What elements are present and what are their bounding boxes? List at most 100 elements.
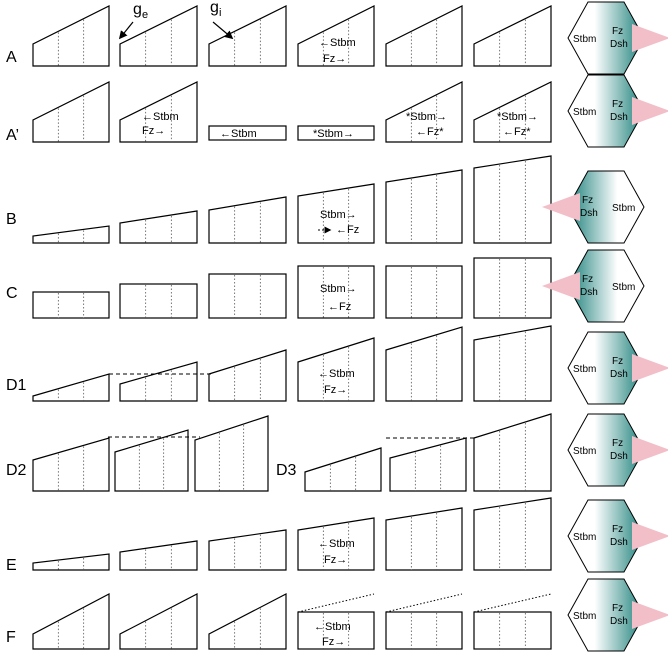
annotation-text: ←Fz* <box>416 126 444 138</box>
annotation-text: Fz→ <box>324 554 347 566</box>
stbm-label: Stbm <box>573 611 596 622</box>
stbm-label: Stbm <box>612 203 635 214</box>
tissue-cell <box>119 540 198 571</box>
tissue-cell <box>32 437 110 492</box>
gi-arrow <box>212 21 234 40</box>
tissue-cell <box>208 5 287 67</box>
tissue-cell <box>32 553 110 571</box>
fz-label: Fz <box>612 438 623 449</box>
dsh-label: Dsh <box>610 616 628 627</box>
annotation-text: *Stbm→ <box>497 111 538 123</box>
gi-label: g <box>210 0 219 16</box>
tissue-cell <box>297 5 375 67</box>
cell-outline <box>114 429 189 492</box>
fz-label: Fz <box>612 603 623 614</box>
annotation-text: Stbm→ <box>320 209 357 221</box>
original-slope-line <box>473 593 552 613</box>
annotation-text: ←Stbm <box>142 111 179 123</box>
cell-outline <box>32 81 110 143</box>
cell-outline <box>32 225 110 244</box>
annotation-text: *Stbm→ <box>313 128 354 140</box>
annotation-text: ←Stbm <box>318 368 355 380</box>
tissue-cell <box>385 326 463 402</box>
tissue-cell <box>114 429 189 492</box>
ge-subscript: e <box>142 9 148 21</box>
row-label-D2: D2 <box>6 462 27 479</box>
cell-outline <box>119 540 198 571</box>
dsh-crescent <box>542 272 580 300</box>
dsh-label: Dsh <box>610 39 628 50</box>
tissue-cell <box>32 373 110 402</box>
hexagon-body <box>567 170 645 244</box>
row-label-A-prime: A’ <box>6 127 19 144</box>
tissue-cell <box>119 81 198 143</box>
tissue-cell <box>385 81 463 143</box>
cell-outline <box>208 349 287 402</box>
cell-outline <box>473 5 552 67</box>
cell-outline <box>473 497 552 571</box>
tissue-cell <box>385 169 463 244</box>
annotation-text: ←Fz <box>336 224 359 236</box>
annotation-text: ←Stbm <box>318 538 355 550</box>
cell-outline <box>208 196 287 244</box>
tissue-cell <box>32 81 110 143</box>
row-label-A: A <box>6 49 17 66</box>
cell-outline <box>385 507 463 571</box>
tissue-cell <box>473 413 552 492</box>
row-label-E: E <box>6 557 17 574</box>
dsh-label: Dsh <box>610 451 628 462</box>
annotation-text: ←Fz <box>328 301 351 313</box>
fz-label: Fz <box>612 26 623 37</box>
tissue-cell <box>208 196 287 244</box>
cell-outline <box>32 5 110 67</box>
tissue-cell <box>119 210 198 244</box>
cell-outline <box>119 593 198 650</box>
annotation-text: Fz→ <box>323 53 346 65</box>
fz-label: Fz <box>582 274 593 285</box>
cell-outline <box>473 257 552 319</box>
cell-outline <box>389 437 467 492</box>
hexagon-body <box>567 249 645 323</box>
tissue-cell <box>208 529 287 571</box>
dsh-crescent <box>632 97 668 125</box>
cell-outline <box>32 373 110 402</box>
annotation-text: Stbm→ <box>320 283 357 295</box>
cell-outline <box>473 325 552 402</box>
row-label-F: F <box>6 629 16 646</box>
gi-subscript: i <box>219 7 221 19</box>
tissue-cell <box>32 225 110 244</box>
fz-label: Fz <box>612 356 623 367</box>
row-label-D3: D3 <box>276 462 297 479</box>
tissue-cell <box>385 507 463 571</box>
tissue-cell <box>208 349 287 402</box>
cell-outline <box>208 529 287 571</box>
stbm-label: Stbm <box>612 282 635 293</box>
tissue-cell <box>297 183 375 244</box>
cell-outline <box>119 361 198 402</box>
cell-outline <box>473 611 552 650</box>
tissue-cell <box>473 81 552 143</box>
dsh-crescent <box>632 354 668 382</box>
annotation-text: ←Fz* <box>503 126 531 138</box>
tissue-cell <box>389 437 467 492</box>
tissue-cell <box>304 447 382 492</box>
annotation-text: Fz→ <box>142 125 165 137</box>
ge-arrow <box>118 21 134 40</box>
tissue-cell <box>119 361 198 402</box>
annotation-text: ←Stbm <box>314 621 351 633</box>
stbm-label: Stbm <box>573 446 596 457</box>
cell-outline <box>297 125 375 141</box>
annotation-text: *Stbm→ <box>406 111 447 123</box>
tissue-cell <box>473 497 552 571</box>
tissue-cell <box>194 415 269 492</box>
stbm-label: Stbm <box>573 107 596 118</box>
cell-outline <box>385 611 463 650</box>
annotation-text: Fz→ <box>324 384 347 396</box>
dsh-label: Dsh <box>610 369 628 380</box>
dsh-label: Dsh <box>580 287 598 298</box>
